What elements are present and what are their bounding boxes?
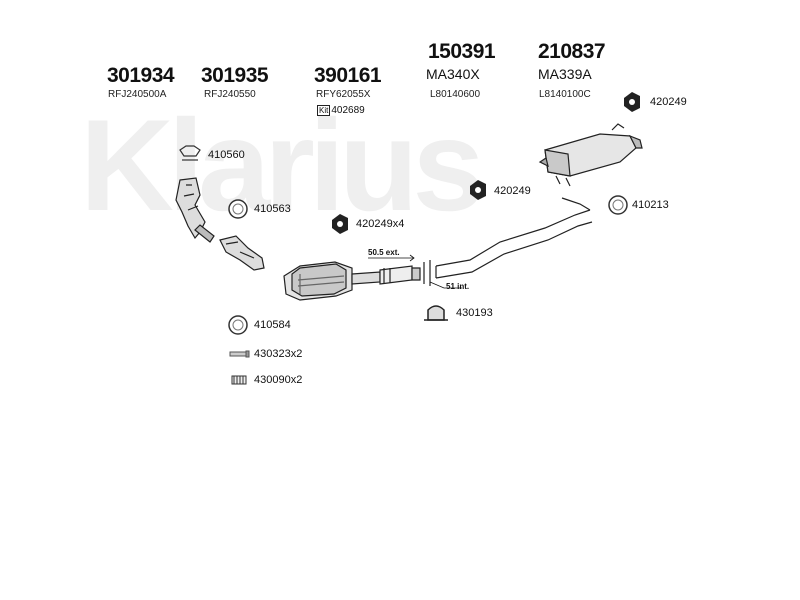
gasket-ring-icon [228, 315, 248, 335]
accessory-label: 430193 [456, 307, 493, 319]
catalytic-converter [283, 261, 381, 301]
part-number: 210837 [538, 40, 606, 63]
oem-reference: RFJ240550 [204, 89, 256, 100]
dimension-lines [368, 254, 462, 289]
accessory-label: 420249x4 [356, 218, 405, 230]
rear-silencer [538, 123, 643, 187]
u-clamp-icon [424, 305, 448, 321]
watermark: Klarius [80, 92, 479, 238]
downpipe-front-2 [219, 235, 265, 271]
kit-number: 402689 [331, 105, 365, 116]
spring-icon [231, 375, 247, 385]
accessory-label: 410560 [208, 149, 245, 161]
downpipe-front-1 [175, 177, 215, 243]
accessory-label: 430323x2 [254, 348, 303, 360]
part-number: 301934 [107, 64, 175, 87]
accessory-label: 430090x2 [254, 374, 303, 386]
dimension-external: 50.5 ext. [368, 248, 400, 257]
accessory-label: 410563 [254, 203, 291, 215]
gasket-ring-icon [228, 199, 248, 219]
part-number: 390161 [314, 64, 382, 87]
dimension-internal: 51 int. [446, 282, 470, 291]
accessory-label: 410584 [254, 319, 291, 331]
gasket-ring-icon [608, 195, 628, 215]
middle-pipe [379, 265, 421, 285]
part-number: 301935 [201, 64, 269, 87]
part-number: 150391 [428, 40, 496, 63]
oem-reference: L80140600 [430, 89, 481, 100]
oem-reference: RFY62055X [316, 89, 371, 100]
bolt-icon [229, 350, 250, 358]
accessory-label: 410213 [632, 199, 669, 211]
rubber-hanger-icon [624, 92, 640, 112]
rubber-hanger-icon [470, 180, 486, 200]
clamp-bracket-icon [179, 145, 201, 161]
model-code: MA339A [538, 66, 592, 82]
accessory-label: 420249 [650, 96, 687, 108]
pipe-connector [423, 260, 431, 286]
oem-reference: L8140100C [539, 89, 591, 100]
accessory-label: 420249 [494, 185, 531, 197]
kit-tag: Kit [317, 105, 331, 116]
model-code: MA340X [426, 66, 480, 82]
rubber-hanger-icon [332, 214, 348, 234]
oem-reference: RFJ240500A [108, 89, 167, 100]
rear-pipe [435, 197, 593, 279]
